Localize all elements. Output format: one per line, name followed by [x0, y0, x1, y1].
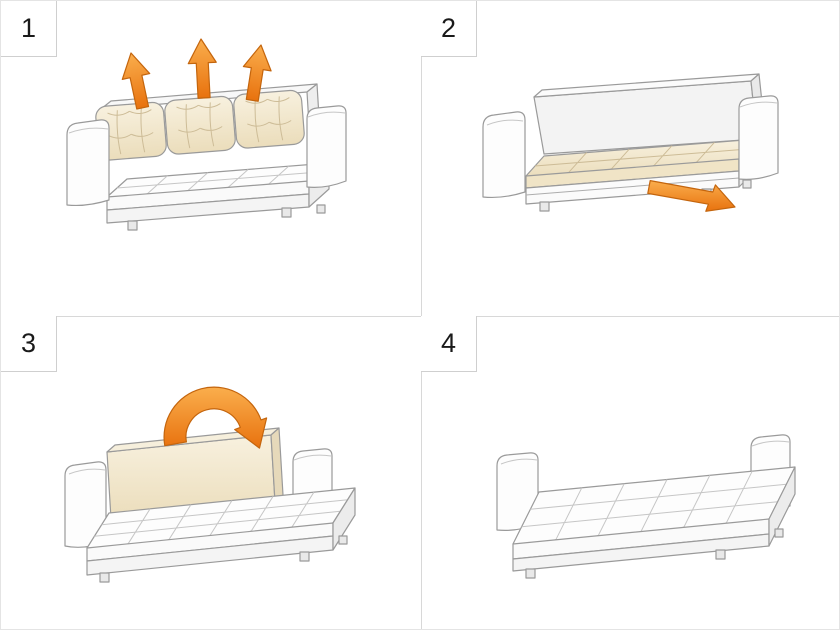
pullout-gap-line — [525, 177, 740, 196]
left-armrest — [66, 119, 110, 207]
sofa-illustration-step-1 — [66, 38, 347, 231]
step-number-box: 4 — [421, 316, 477, 372]
step-number: 1 — [20, 13, 37, 43]
seat — [106, 162, 330, 224]
armrest-seam — [68, 127, 109, 134]
arrow-pull-out-icon — [647, 180, 736, 212]
feet — [99, 535, 348, 583]
right-armrest — [306, 105, 347, 188]
armrest-seam — [293, 454, 332, 461]
right-armrest — [738, 95, 779, 180]
tuft-seams — [534, 142, 749, 173]
armrest-seam — [500, 458, 538, 465]
armrest-seam — [68, 468, 106, 475]
sofa-illustration-step-2 — [482, 73, 779, 212]
left-armrest — [482, 111, 526, 199]
base-side — [332, 487, 356, 551]
step-panel-1: 1 — [1, 1, 421, 316]
arrow-up-icon — [242, 44, 272, 102]
step-panel-4: 4 — [421, 316, 839, 629]
step-number-box: 3 — [1, 316, 57, 372]
armrest-seam — [739, 101, 778, 108]
back-cushion — [233, 89, 305, 149]
base-side — [768, 466, 796, 547]
arrow-flip-down-icon — [163, 386, 268, 449]
step-number-box: 2 — [421, 1, 477, 57]
horizontal-divider — [1, 316, 839, 317]
step-panel-3: 3 — [1, 316, 421, 629]
sofa-illustration-step-4 — [496, 434, 796, 579]
armrest-seam — [486, 119, 524, 126]
step-panel-2: 2 — [421, 1, 839, 316]
tuft-seams — [107, 108, 154, 155]
sofa-illustration-step-3 — [64, 386, 356, 583]
back-cushion — [164, 95, 236, 155]
seat — [86, 487, 356, 576]
feet — [525, 528, 784, 579]
arrow-up-icon — [121, 52, 151, 110]
mattress — [512, 466, 796, 572]
back-cushion — [95, 101, 167, 161]
tuft-seams — [176, 102, 223, 149]
tuft-seams — [521, 470, 787, 541]
vertical-divider — [421, 1, 422, 629]
armrest-seam — [751, 440, 790, 447]
step-number: 3 — [20, 328, 37, 358]
step-number-box: 1 — [1, 1, 57, 57]
step-number: 4 — [440, 328, 457, 358]
tuft-seams — [245, 96, 292, 143]
tuft-seams — [94, 491, 348, 545]
lift-arrows — [121, 38, 272, 110]
feet — [127, 204, 326, 231]
step-number: 2 — [440, 13, 457, 43]
armrest-seam — [307, 111, 346, 118]
tuft-seams — [116, 165, 320, 195]
arrow-up-icon — [187, 38, 217, 99]
